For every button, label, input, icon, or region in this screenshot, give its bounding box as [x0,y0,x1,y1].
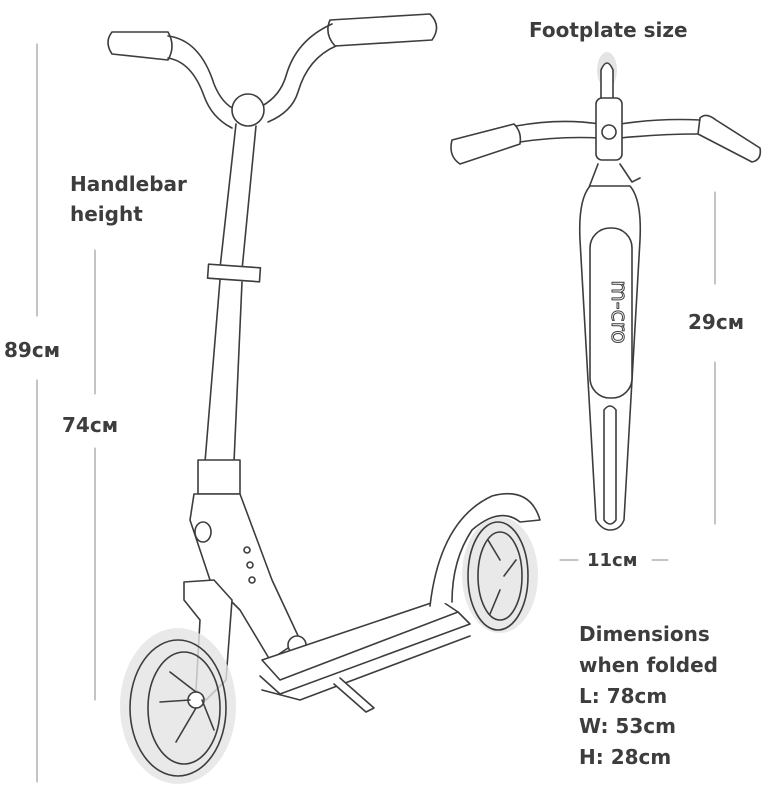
kickstand [333,677,375,713]
top-view-scooter: m-cro [450,52,762,531]
head-bolt-2 [246,561,254,569]
handlebar-right-arm-inner [267,45,337,123]
rear-wheel-rim [477,531,523,621]
folded-height: H: 28cm [579,745,672,769]
head-bolt-3 [248,576,256,584]
handlebar-clamp [231,93,265,127]
footplate-size-label: Footplate size [529,18,688,42]
left-grip [107,31,173,61]
folded-width: W: 53cm [579,714,676,738]
rear-wheel-spokes [487,539,517,615]
stem-collar [206,263,262,283]
handlebar-height-label-line2: height [70,202,143,226]
right-grip [327,13,438,47]
handlebar-right-arm [261,23,333,107]
top-left-grip [450,123,522,165]
top-grip-pad [589,227,633,399]
dimension-11cm: 11cм [587,550,638,571]
front-wheel-rim [147,651,221,765]
deck-lower [261,635,471,701]
front-wheel-spokes [159,671,215,743]
stem-clamp [197,459,241,495]
stem-lower [204,279,243,463]
brand-logo: m-cro [606,280,631,344]
head-knob [194,521,212,543]
deck-side [259,611,471,695]
head-bolt-1 [243,546,251,554]
front-wheel-glow [120,628,236,784]
front-wheel [129,639,227,777]
dimension-lines [36,43,716,783]
top-head-bolt [601,124,617,140]
rear-wheel [467,521,529,631]
handlebar-left-arm [167,35,237,111]
side-view-scooter [107,13,541,784]
folded-length: L: 78cm [579,684,668,708]
dimension-89cm: 89cм [4,338,61,362]
rear-fender [429,492,541,607]
front-wheel-top [600,62,614,101]
stem-upper [219,123,257,271]
folded-title-line2: when folded [579,653,718,677]
dimension-29cm: 29cм [688,310,745,334]
dimension-74cm: 74cм [62,413,119,437]
handlebar-height-label-line1: Handlebar [70,172,187,196]
top-head [595,97,623,161]
rear-wheel-glow [462,517,538,633]
folded-title-line1: Dimensions [579,622,710,646]
top-rear-wheel [603,405,617,525]
top-right-grip [697,114,762,163]
handlebar-left-arm-inner [167,57,233,129]
